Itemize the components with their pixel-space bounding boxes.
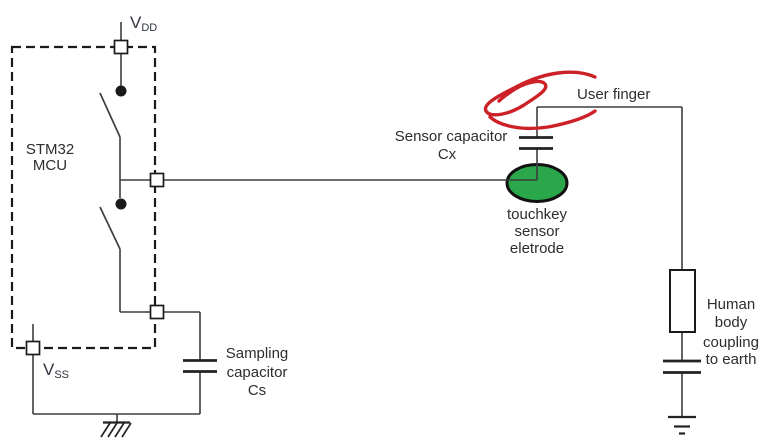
finger-loop-stroke bbox=[483, 70, 597, 117]
vdd-label: VDD bbox=[130, 13, 157, 34]
sensor-capacitor-label: Sensor capacitor Cx bbox=[395, 128, 508, 163]
sampling-capacitor-label: Sampling capacitor Cs bbox=[226, 345, 289, 399]
chassis-hatch-3 bbox=[114, 422, 125, 438]
svg-text:sensor: sensor bbox=[514, 223, 559, 240]
human-body-coupling-label: Human body coupling to earth bbox=[703, 296, 759, 368]
mcu-label-line1: STM32 bbox=[26, 141, 74, 158]
user-finger-label: User finger bbox=[577, 86, 650, 103]
touchkey-electrode-label: touchkey sensor eletrode bbox=[507, 206, 568, 257]
vss-pin bbox=[25, 340, 41, 356]
user-finger-drawing bbox=[483, 70, 597, 131]
svg-text:Cx: Cx bbox=[438, 146, 457, 163]
svg-text:capacitor: capacitor bbox=[227, 364, 288, 381]
chassis-hatch-2 bbox=[107, 422, 118, 438]
chassis-hatch-4 bbox=[121, 422, 132, 438]
earth-ground-symbol bbox=[668, 415, 696, 435]
svg-text:touchkey: touchkey bbox=[507, 206, 568, 223]
switch1-blade bbox=[99, 92, 121, 138]
svg-text:Human: Human bbox=[707, 296, 755, 313]
switch2-contact-dot bbox=[115, 198, 127, 210]
sensor-io-pin bbox=[149, 172, 165, 188]
vss-label: VSS bbox=[43, 360, 69, 381]
sampling-io-pin bbox=[149, 304, 165, 320]
mcu-label-line2: MCU bbox=[33, 157, 67, 174]
svg-text:eletrode: eletrode bbox=[510, 240, 564, 257]
switches bbox=[99, 92, 121, 250]
mcu-outline bbox=[10, 45, 157, 350]
finger-sweep-stroke bbox=[488, 109, 597, 131]
mcu-label: STM32 MCU bbox=[26, 141, 74, 174]
vdd-pin bbox=[113, 39, 129, 55]
chassis-ground-symbol bbox=[100, 421, 132, 438]
sampling-capacitor-symbol bbox=[183, 359, 217, 373]
svg-text:Sampling: Sampling bbox=[226, 345, 289, 362]
switch1-contact-dot bbox=[115, 85, 127, 97]
switch2-blade bbox=[99, 206, 121, 250]
chassis-hatch-1 bbox=[100, 422, 111, 438]
svg-text:body: body bbox=[715, 314, 748, 331]
svg-text:coupling: coupling bbox=[703, 334, 759, 351]
wires bbox=[32, 22, 683, 422]
svg-text:Cs: Cs bbox=[248, 382, 266, 399]
svg-text:Sensor capacitor: Sensor capacitor bbox=[395, 128, 508, 145]
mcu-pins bbox=[25, 39, 165, 356]
human-body-resistor bbox=[669, 269, 696, 333]
sensor-capacitor-symbol bbox=[519, 136, 553, 150]
body-capacitor-symbol bbox=[663, 359, 701, 374]
svg-text:to earth: to earth bbox=[706, 351, 757, 368]
